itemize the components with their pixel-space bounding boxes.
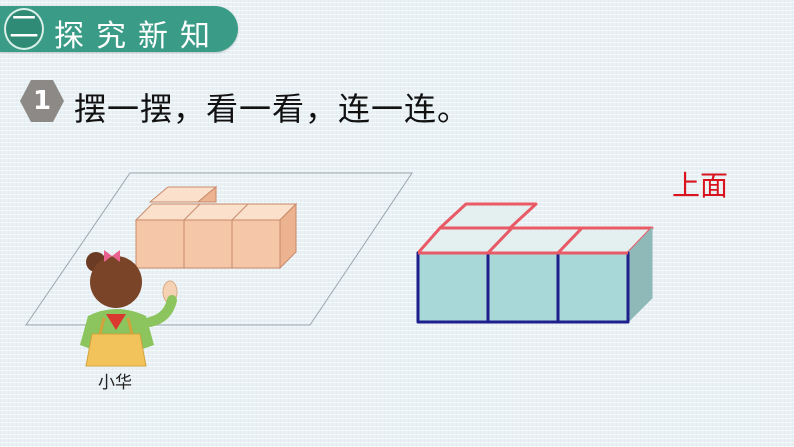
- child-figure: [80, 250, 178, 367]
- section-number-badge: 二: [4, 8, 44, 50]
- child-name-label: 小华: [98, 373, 132, 393]
- orange-cube-group: [134, 185, 298, 270]
- section-title: 探究新知: [54, 19, 222, 54]
- step-instruction: 摆一摆，看一看，连一连。: [74, 90, 471, 128]
- top-view-label: 上面: [672, 169, 729, 202]
- cube-model-top-view: [416, 202, 654, 324]
- table-surface: [25, 172, 413, 326]
